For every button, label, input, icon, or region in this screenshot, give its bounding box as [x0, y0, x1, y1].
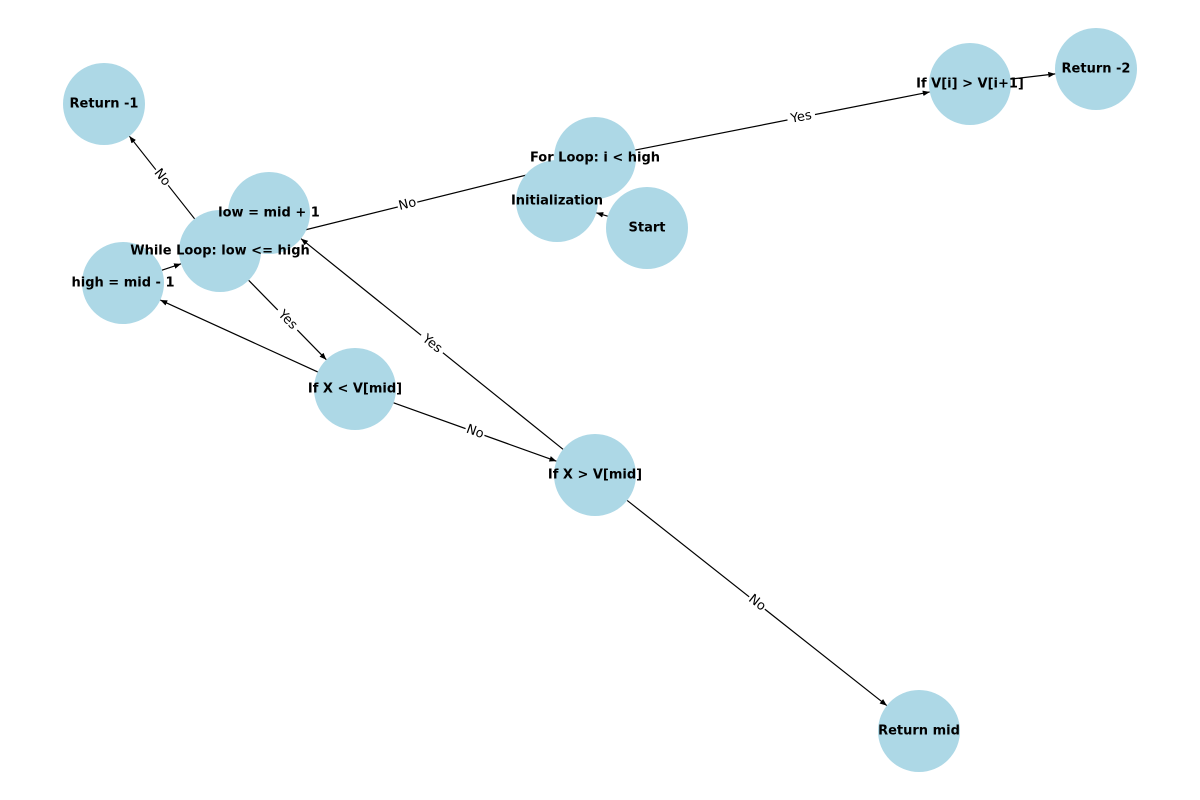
- node-high-mid: [82, 242, 164, 324]
- node-label-if-lt: If X < V[mid]: [308, 382, 402, 397]
- node-label-ret-m1: Return -1: [70, 97, 139, 112]
- edge-label-background: [744, 590, 770, 616]
- edge-label-group: No: [395, 194, 420, 215]
- edge-if_vi-to-ret_m2: [1010, 71, 1056, 80]
- node-label-init: Initialization: [511, 194, 603, 209]
- edge-label-group: No: [744, 590, 770, 616]
- node-label-start: Start: [629, 221, 666, 236]
- node-ret-mid: [878, 690, 960, 772]
- edge-label-background: [416, 328, 448, 360]
- edge-label-background: [395, 194, 420, 215]
- edge-start-to-init: [596, 212, 608, 218]
- edge-for_loop-to-if_vi: [635, 90, 930, 151]
- node-if-gt: [554, 434, 636, 516]
- node-labels-layer: Start Initialization For Loop: i < high If …: [70, 62, 1131, 739]
- node-label-for-loop: For Loop: i < high: [530, 151, 660, 166]
- edge-label: No: [745, 592, 768, 615]
- node-start: [606, 187, 688, 269]
- node-label-while-loop: While Loop: low <= high: [130, 244, 310, 259]
- edge-label-background: [785, 106, 817, 128]
- edge-if_lt-to-high_mid: [160, 299, 318, 373]
- edge-high_mid-to-while_loop: [161, 263, 182, 271]
- edge-label: No: [397, 195, 418, 214]
- node-ret-m2: [1055, 28, 1137, 110]
- node-low-mid: [228, 172, 310, 254]
- edge-label-group: Yes: [416, 328, 448, 360]
- edge-label: No: [464, 422, 486, 442]
- node-label-low-mid: low = mid + 1: [218, 206, 320, 221]
- node-label-ret-mid: Return mid: [878, 724, 960, 739]
- edge-label-group: No: [462, 421, 488, 443]
- node-for-loop: [554, 117, 636, 199]
- edge-label-group: No: [149, 164, 175, 191]
- edge-label: No: [151, 166, 174, 189]
- edge-label-background: [149, 164, 175, 191]
- node-label-high-mid: high = mid - 1: [71, 276, 174, 291]
- node-label-ret-m2: Return -2: [1062, 62, 1131, 77]
- node-label-if-gt: If X > V[mid]: [548, 468, 642, 483]
- edge-label-background: [462, 421, 488, 443]
- edge-label-background: [271, 304, 304, 336]
- node-if-vi: [929, 43, 1011, 125]
- node-ret-m1: [63, 63, 145, 145]
- edge-label-group: Yes: [785, 106, 817, 128]
- node-label-if-vi: If V[i] > V[i+1]: [916, 77, 1024, 92]
- edge-label: Yes: [789, 108, 814, 127]
- node-if-lt: [314, 348, 396, 430]
- nodes-layer: [63, 28, 1137, 772]
